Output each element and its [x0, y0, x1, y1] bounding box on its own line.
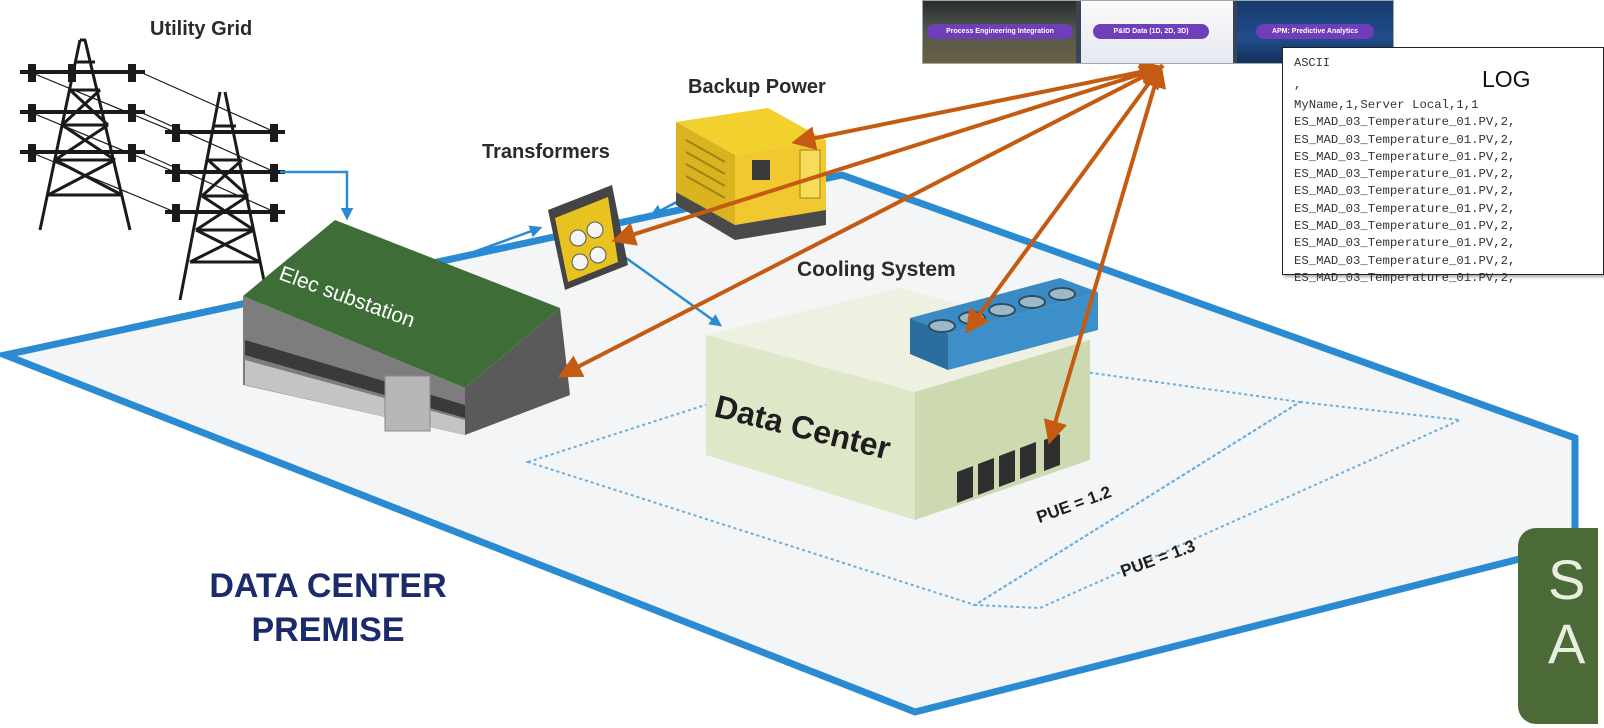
log-line: ES_MAD_03_Temperature_01.PV,2,	[1294, 167, 1516, 182]
premise-title-line2: PREMISE	[251, 611, 405, 649]
log-line: ES_MAD_03_Temperature_01.PV,2,	[1294, 115, 1516, 130]
log-lines: MyName,1,Server Local,1,1 ES_MAD_03_Temp…	[1294, 97, 1515, 287]
tab-process-engineering[interactable]: Process Engineering Integration	[927, 24, 1073, 39]
log-line: ES_MAD_03_Temperature_01.PV,2,	[1294, 201, 1516, 216]
green-callout-box	[1518, 528, 1598, 724]
data-collection-arrows	[557, 60, 1167, 445]
log-line: ES_MAD_03_Temperature_01.PV,2,	[1294, 236, 1516, 251]
utility-grid-towers-icon	[20, 38, 285, 301]
log-line: MyName,1,Server Local,1,1	[1294, 98, 1479, 112]
premise-title: DATA CENTER PREMISE	[178, 564, 478, 652]
callout-line1: S	[1548, 548, 1586, 611]
log-panel	[1282, 47, 1604, 275]
backup-power-label: Backup Power	[688, 76, 826, 98]
server-rack-icons	[957, 434, 1060, 503]
log-line: ES_MAD_03_Temperature_01.PV,2,	[1294, 253, 1516, 268]
log-line: ES_MAD_03_Temperature_01.PV,2,	[1294, 149, 1516, 164]
log-line: ES_MAD_03_Temperature_01.PV,2,	[1294, 184, 1516, 199]
log-separator-line: ,	[1294, 78, 1302, 92]
application-screenshots-strip: Process Engineering Integration P&ID Dat…	[922, 0, 1394, 64]
utility-grid-label: Utility Grid	[150, 18, 253, 40]
log-title: LOG	[1482, 66, 1531, 92]
green-callout-text: S A	[1548, 548, 1585, 676]
tab-apm-predictive[interactable]: APM: Predictive Analytics	[1256, 24, 1374, 39]
cooling-system-label: Cooling System	[797, 258, 956, 281]
substation-building-icon	[243, 220, 570, 435]
log-line: ES_MAD_03_Temperature_01.PV,2,	[1294, 270, 1516, 285]
callout-line2: A	[1548, 612, 1586, 675]
log-encoding-label: ASCII	[1294, 56, 1331, 70]
log-line: ES_MAD_03_Temperature_01.PV,2,	[1294, 219, 1516, 234]
tab-pid-data[interactable]: P&ID Data (1D, 2D, 3D)	[1093, 24, 1209, 39]
log-line: ES_MAD_03_Temperature_01.PV,2,	[1294, 132, 1516, 147]
premise-title-line1: DATA CENTER	[209, 567, 447, 605]
transformers-label: Transformers	[482, 141, 610, 163]
